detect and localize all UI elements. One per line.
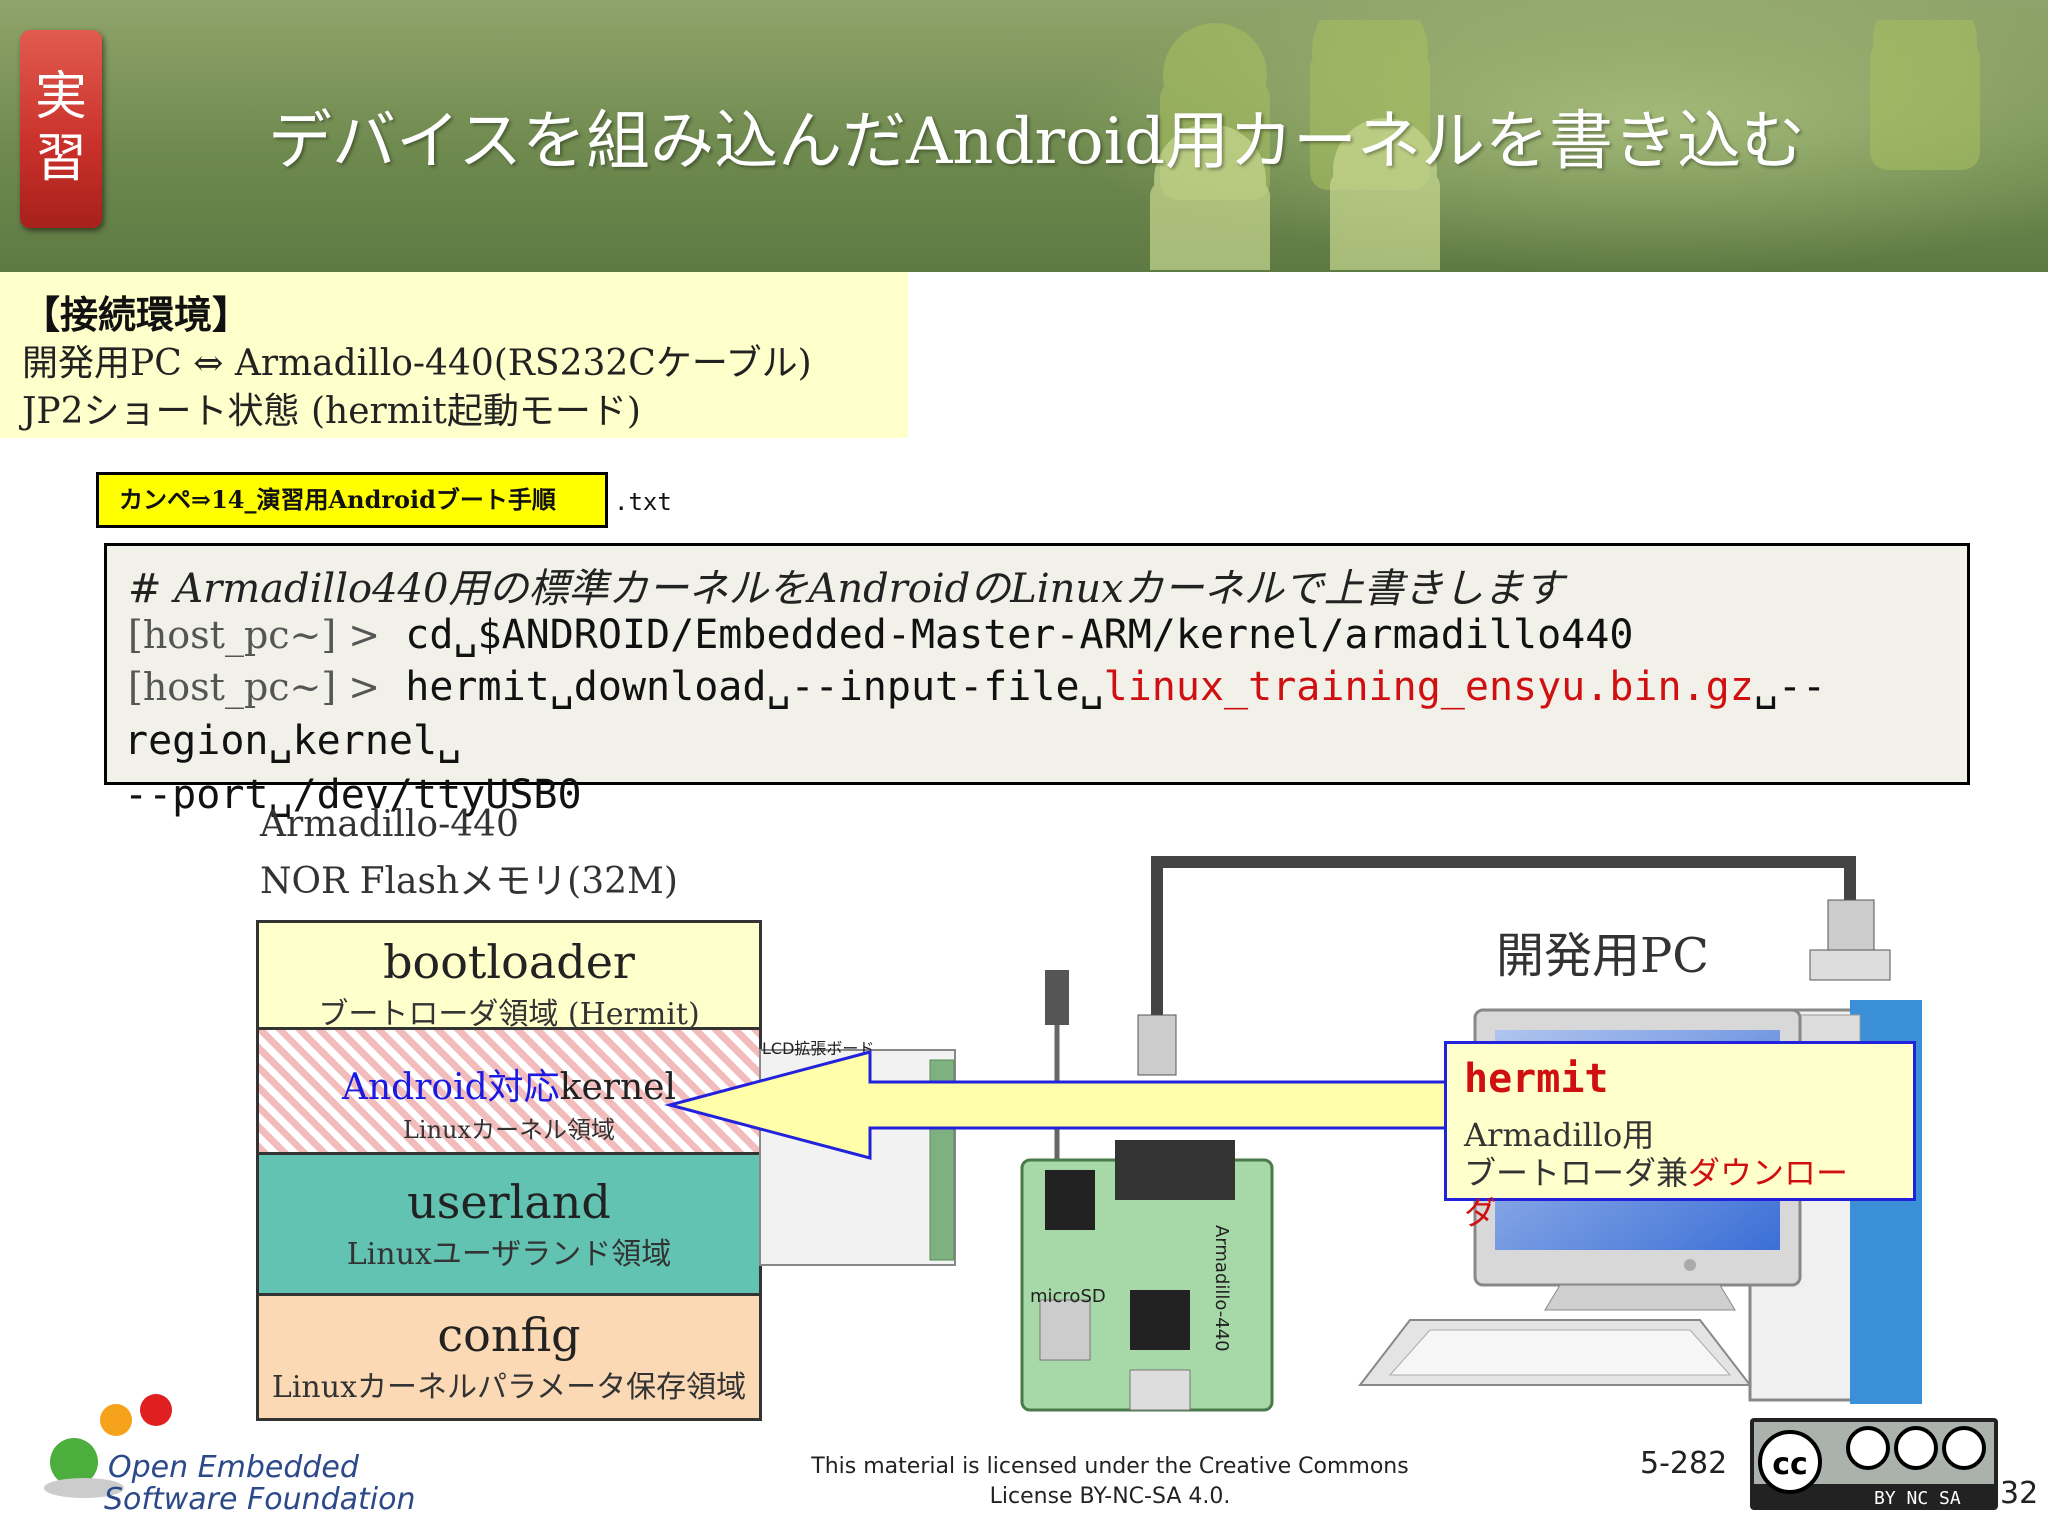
- block-subtitle: Linuxユーザランド領域: [346, 1237, 672, 1272]
- hermit-desc-1: Armadillo用: [1464, 1116, 1655, 1154]
- command-text: ␣--: [1753, 664, 1827, 710]
- page-title: デバイスを組み込んだAndroid用カーネルを書き込む: [268, 105, 1806, 179]
- org-name-line-2: Software Foundation: [104, 1482, 416, 1517]
- memory-block-bootloader: bootloader ブートローダ領域 (Hermit): [256, 920, 762, 1032]
- command-comment: # Armadillo440用の標準カーネルをAndroidのLinuxカーネル…: [128, 566, 1564, 612]
- block-title: bootloader: [383, 935, 635, 989]
- svg-text:cc: cc: [1772, 1447, 1808, 1482]
- license-line-2: License BY-NC-SA 4.0.: [989, 1484, 1231, 1509]
- license-line-1: This material is licensed under the Crea…: [811, 1454, 1409, 1479]
- command-text: cd␣$ANDROID/Embedded-Master-ARM/kernel/a…: [405, 612, 1634, 658]
- memory-device-type: NOR Flashメモリ(32M): [260, 861, 678, 902]
- hermit-desc-3: ダ: [1464, 1194, 1497, 1232]
- command-text: hermit␣download␣--input-file␣: [405, 664, 1104, 710]
- command-line-1: [host_pc~] > cd␣$ANDROID/Embedded-Master…: [128, 612, 1633, 658]
- lcd-board-label: LCD拡張ボード: [762, 1039, 874, 1058]
- prompt: [host_pc~] >: [128, 665, 381, 709]
- memory-block-userland: userland Linuxユーザランド領域: [256, 1152, 762, 1296]
- memory-block-kernel: Android対応kernel Linuxカーネル領域: [256, 1027, 762, 1155]
- connection-line-2: JP2ショート状態 (hermit起動モード): [22, 391, 641, 432]
- hermit-desc-2b: ダウンロー: [1688, 1154, 1849, 1192]
- memory-device-name: Armadillo-440: [260, 804, 519, 845]
- kernel-file-name: linux_training_ensyu.bin.gz: [1103, 664, 1754, 710]
- oesf-logo-icon: [44, 1394, 172, 1498]
- block-subtitle: Linuxカーネル領域: [402, 1116, 616, 1144]
- connection-environment-panel: [0, 272, 908, 438]
- badge-char-2: 習: [34, 129, 87, 189]
- pc-label: 開発用PC: [1496, 928, 1710, 984]
- practice-badge: 実 習: [20, 30, 102, 228]
- cc-icons: cc BY NC SA: [1754, 1422, 1994, 1509]
- block-title: config: [437, 1308, 581, 1362]
- cheatsheet-extension: .txt: [614, 488, 672, 516]
- block-title: kernel: [559, 1067, 676, 1108]
- microsd-label: microSD: [1030, 1286, 1106, 1307]
- title-banner: 実 習 デバイスを組み込んだAndroid用カーネルを書き込む: [0, 0, 2048, 272]
- connection-heading: 【接続環境】: [22, 292, 251, 337]
- command-line-3: region␣kernel␣: [124, 718, 462, 764]
- slide-number: 5-282: [1640, 1446, 1728, 1481]
- badge-char-1: 実: [34, 67, 87, 127]
- memory-block-config: config Linuxカーネルパラメータ保存領域: [256, 1293, 762, 1421]
- cc-label: BY NC SA: [1874, 1488, 1961, 1509]
- block-subtitle: Linuxカーネルパラメータ保存領域: [271, 1370, 747, 1405]
- board-name-label: Armadillo-440: [1211, 1225, 1232, 1352]
- cc-license-badge: cc BY NC SA: [1750, 1418, 1998, 1510]
- block-title: userland: [407, 1175, 611, 1229]
- page-number-fragment: 32: [2000, 1476, 2039, 1511]
- download-arrow: [664, 1050, 1452, 1160]
- hermit-desc-2: ブートローダ兼ダウンロー: [1464, 1148, 1848, 1194]
- block-highlight: Android対応: [341, 1067, 560, 1108]
- connection-line-1: 開発用PC ⇔ Armadillo-440(RS232Cケーブル): [22, 343, 812, 384]
- hermit-desc-2a: ブートローダ兼: [1464, 1154, 1689, 1192]
- command-line-2: [host_pc~] > hermit␣download␣--input-fil…: [128, 664, 1826, 710]
- org-name-line-1: Open Embedded: [108, 1450, 359, 1485]
- command-line-4: --port␣/dev/ttyUSB0: [124, 772, 582, 818]
- hermit-title: hermit: [1464, 1056, 1609, 1102]
- android-robot-decorations: [1150, 20, 1980, 270]
- cheatsheet-label: カンペ⇒14_演習用Androidブート手順: [96, 472, 608, 528]
- prompt: [host_pc~] >: [128, 613, 381, 657]
- hermit-callout: [1444, 1041, 1916, 1201]
- block-subtitle: ブートローダ領域 (Hermit): [318, 997, 700, 1032]
- command-box: [104, 543, 1970, 785]
